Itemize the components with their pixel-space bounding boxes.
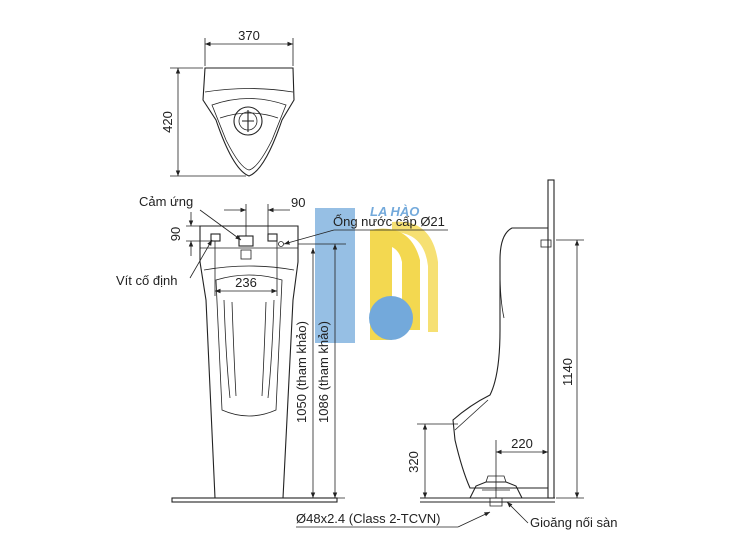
- drain-fixture-icon: [233, 106, 263, 136]
- top-width-dim: 370: [238, 28, 260, 43]
- water-inlet-label: Ống nước cấp Ø21: [333, 214, 445, 229]
- screw-span-dim: 236: [235, 275, 257, 290]
- side-body-outline: [452, 227, 548, 489]
- side-drain-offset-dim: 220: [511, 436, 533, 451]
- height-ref-1050: 1050 (tham khảo): [294, 321, 309, 423]
- wall-panel: [547, 179, 555, 499]
- side-view: 1140 320 220 Gioăng nối sàn: [406, 179, 617, 530]
- sensor-vertical-dim: 90: [168, 227, 183, 241]
- watermark-text: LA HÀO: [370, 204, 419, 219]
- screw-label: Vít cố định: [116, 273, 177, 288]
- top-depth-dim: 420: [160, 111, 175, 133]
- sensor-icon: [238, 235, 254, 247]
- sensor-offset-dim: 90: [291, 195, 305, 210]
- side-base-height-dim: 320: [406, 451, 421, 473]
- height-ref-1086: 1086 (tham khảo): [316, 321, 331, 423]
- side-height-dim: 1140: [560, 358, 575, 386]
- floor-plate: [171, 497, 338, 503]
- screw-left-icon: [210, 233, 221, 242]
- sensor-label: Cảm ứng: [139, 194, 193, 209]
- front-view: Cảm ứng 90 90 Vít cố định 236 Ống nước c…: [116, 194, 491, 528]
- drain-pipe-label: Ø48x2.4 (Class 2-TCVN): [296, 511, 440, 526]
- top-view-outline: [202, 67, 295, 177]
- floor-gasket-label: Gioăng nối sàn: [530, 515, 617, 530]
- screw-right-icon: [267, 233, 278, 242]
- watermark-logo: LA HÀO: [315, 204, 438, 343]
- top-view: 370 420: [160, 28, 295, 177]
